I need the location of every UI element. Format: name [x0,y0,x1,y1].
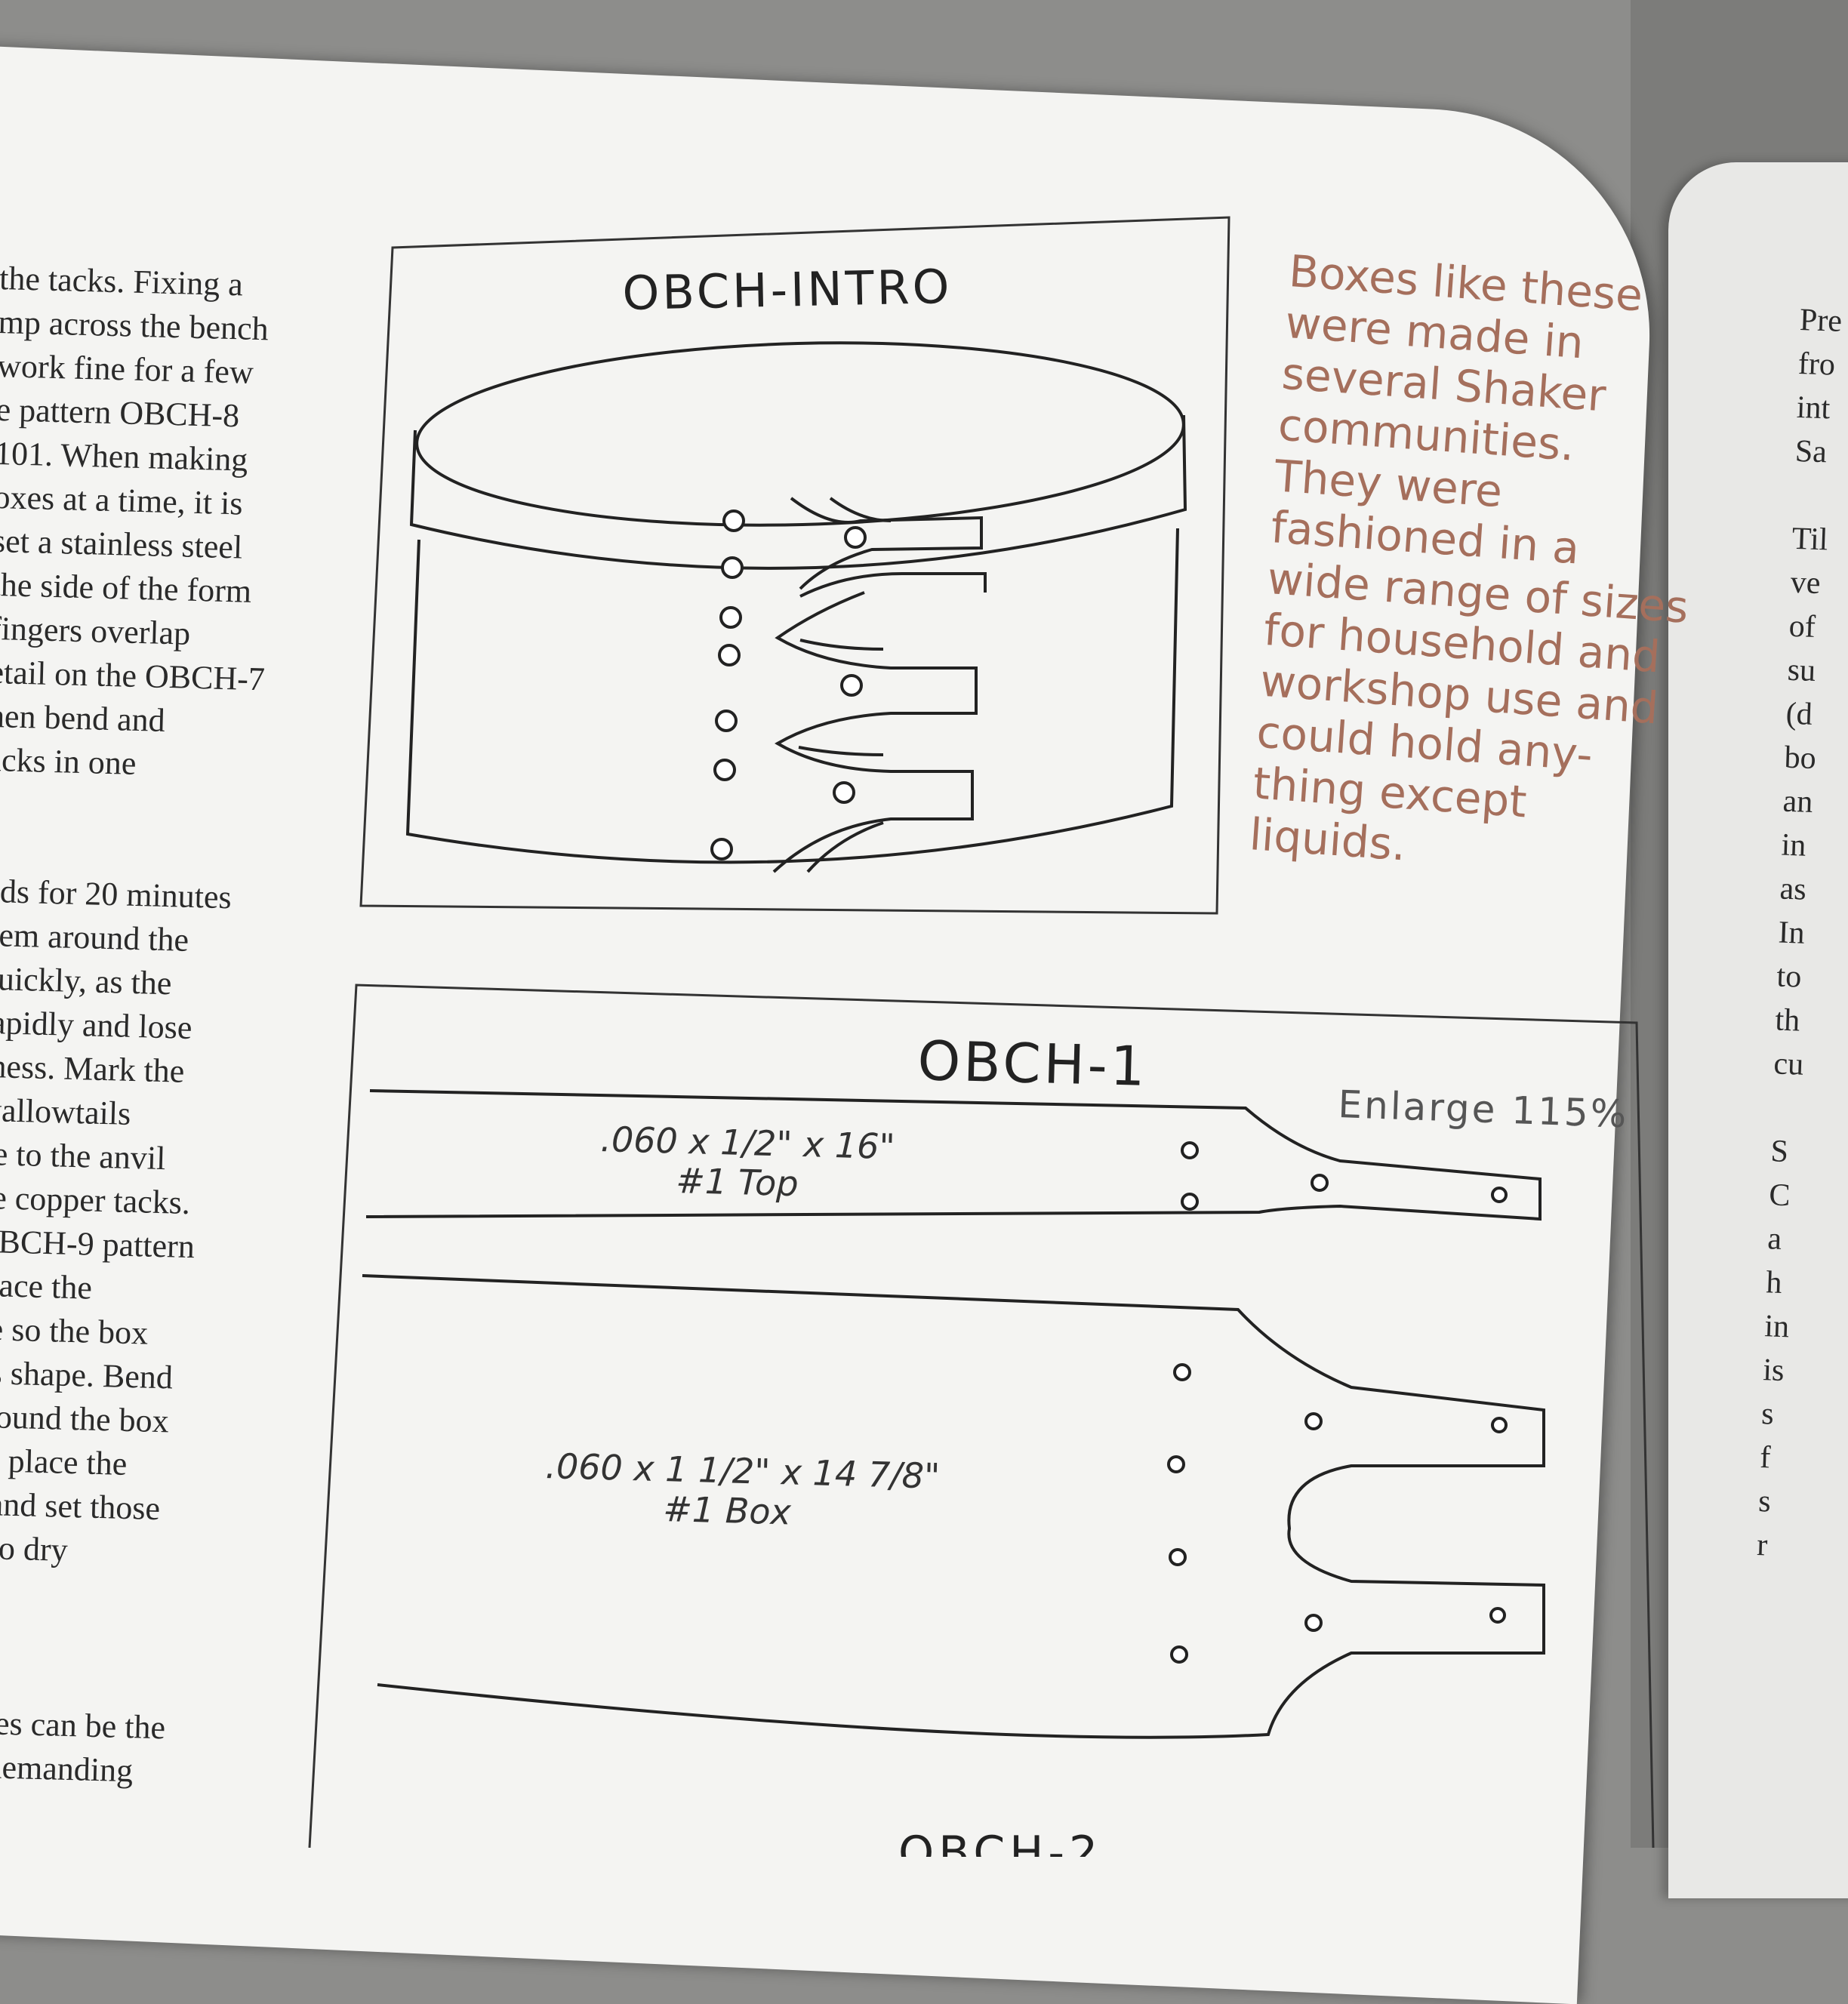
oval-box-illustration [405,341,1187,873]
finger-inner-1 [799,639,884,651]
tack-hole [1181,1141,1199,1159]
body-swallowtails [772,591,978,873]
tack-hole [1181,1193,1199,1211]
top-strip-holes [1181,1141,1508,1211]
tack-hole [1169,1548,1187,1566]
tack-hole [1173,1363,1191,1381]
top-strip-dimensions: .060 x 1/2" x 16" [600,1119,896,1167]
lid-swallowtail-line [829,497,892,522]
figure-one: OBCH-1 Enlarge 115% .060 x 1/2" x 16" #1… [308,984,1655,1848]
box-strip-outline [362,1274,1545,1739]
lid-band [409,414,1187,570]
box-body [405,528,1179,864]
tack-hole [1170,1645,1188,1664]
top-strip-label: #1 Top [676,1160,799,1204]
next-figure-title: OBCH-2 [898,1827,1103,1857]
tack-hole [1167,1455,1185,1473]
figure-intro-frame [359,216,1230,915]
figure-one-title: OBCH-1 [917,1029,1149,1098]
finger-inner-3 [806,821,884,873]
figure-intro: OBCH-INTRO [359,216,1230,915]
tack-hole [713,759,736,781]
tack-holes-intro [710,509,867,860]
tack-hole [1304,1412,1323,1430]
figure-intro-title: OBCH-INTRO [622,259,953,321]
enlarge-note: Enlarge 115% [1338,1082,1630,1136]
tack-hole [840,674,863,697]
box-strip-label: #1 Box [663,1488,792,1532]
figure-one-frame [308,984,1655,1848]
tack-hole [715,710,738,732]
tack-hole [722,509,745,532]
tack-hole [719,606,742,629]
tack-hole [833,781,855,804]
tack-hole [844,526,867,549]
top-strip-outline [365,1089,1542,1221]
tack-hole [710,838,733,860]
tack-hole [1311,1174,1329,1192]
box-strip-dimensions: .060 x 1 1/2" x 14 7/8" [545,1445,941,1497]
lid-swallowtail [790,497,983,590]
finger-inner-2 [798,746,884,756]
facing-page [1668,162,1848,1898]
tack-hole [1304,1614,1323,1632]
tack-hole [718,644,741,666]
tack-hole [1491,1187,1508,1203]
pattern-drawings: OBCH-INTRO [308,216,1655,1848]
tack-hole [721,556,744,579]
box-strip-holes [1167,1363,1508,1664]
tack-hole [1491,1417,1508,1433]
tack-hole [1489,1607,1506,1624]
body-upper-edge [799,572,987,598]
